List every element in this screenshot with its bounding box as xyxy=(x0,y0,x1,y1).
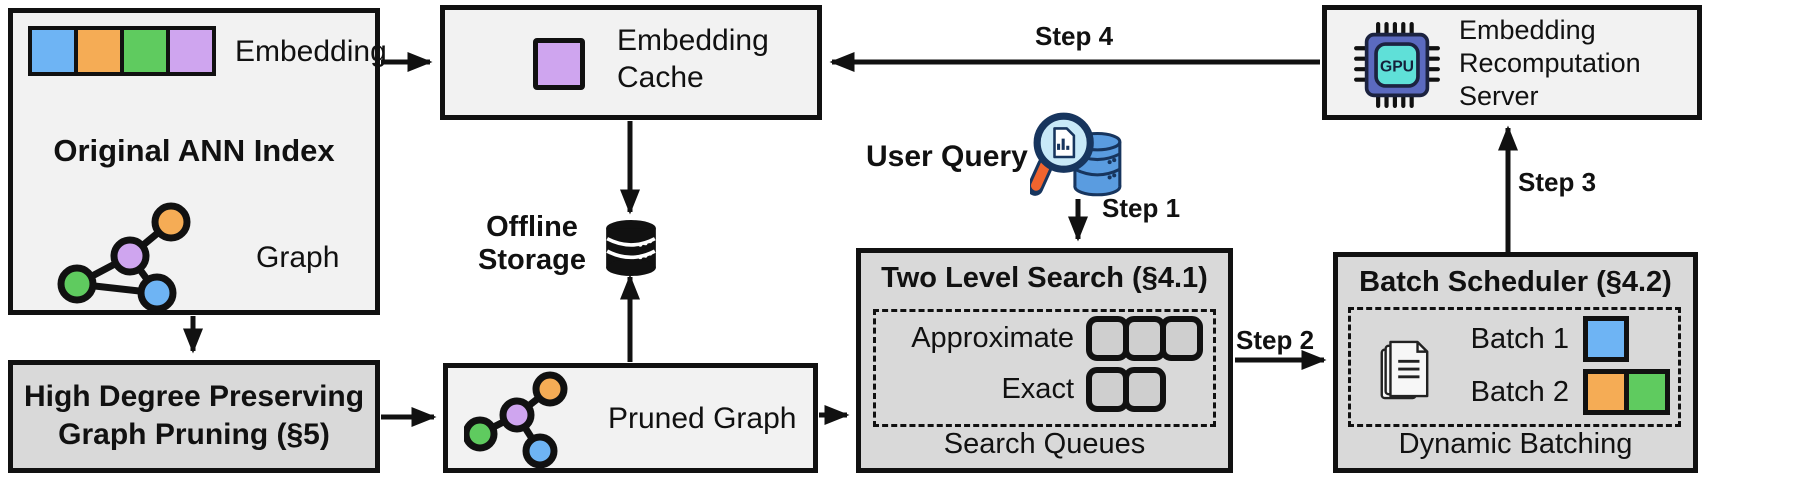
user-query-label: User Query xyxy=(866,140,1028,173)
exact-label: Exact xyxy=(1001,373,1074,405)
search-queues-panel: Approximate Exact xyxy=(873,309,1216,427)
queue-slot xyxy=(1123,367,1166,412)
graph-pruning-label: High Degree Preserving Graph Pruning (§5… xyxy=(13,378,375,453)
green-chip xyxy=(1624,369,1670,415)
embedding-cache-label-line1: Embedding xyxy=(617,24,769,57)
graph-pruning-line2: Graph Pruning (§5) xyxy=(58,417,330,451)
recomputation-server-box: GPU Embedding Recomputation Server xyxy=(1322,5,1702,120)
batch-scheduler-title: Batch Scheduler (§4.2) xyxy=(1359,266,1672,298)
graph-pruning-box: High Degree Preserving Graph Pruning (§5… xyxy=(8,360,380,473)
orange-chip xyxy=(1583,369,1629,415)
offline-storage-database-icon xyxy=(606,220,656,276)
green-chip xyxy=(120,26,170,76)
documents-icon xyxy=(1380,340,1429,400)
embedding-label: Embedding xyxy=(235,35,387,68)
queue-slot xyxy=(1086,316,1129,361)
step-4-label: Step 4 xyxy=(1035,21,1114,51)
exact-queue-row: Exact xyxy=(876,367,1213,412)
batch-scheduler-box: Batch Scheduler (§4.2) Batch 1 Batch 2 xyxy=(1333,252,1698,473)
server-label-line1: Embedding xyxy=(1459,15,1596,45)
gpu-icon-text: GPU xyxy=(1380,58,1414,75)
step-1-label: Step 1 xyxy=(1102,193,1181,223)
batch-1-chips xyxy=(1583,316,1629,362)
blue-chip xyxy=(1583,316,1629,362)
step-3-label: Step 3 xyxy=(1518,167,1597,197)
user-query-icon xyxy=(1030,112,1122,197)
batch-1-row: Batch 1 xyxy=(1443,316,1670,362)
offline-storage-line2: Storage xyxy=(478,244,586,277)
gpu-icon: GPU xyxy=(1354,22,1440,108)
recomputation-server-label: Embedding Recomputation Server xyxy=(1459,14,1641,114)
dynamic-batching-label: Dynamic Batching xyxy=(1398,428,1633,460)
offline-storage-label: Offline Storage xyxy=(462,211,602,278)
queue-slot xyxy=(1160,316,1203,361)
server-label-line3: Server xyxy=(1459,81,1539,112)
batch-1-label: Batch 1 xyxy=(1470,322,1569,355)
approximate-label: Approximate xyxy=(911,322,1074,354)
embedding-vector-icon xyxy=(28,26,216,76)
graph-icon xyxy=(57,202,191,313)
blue-chip xyxy=(28,26,78,76)
dynamic-batching-panel: Batch 1 Batch 2 xyxy=(1348,307,1681,427)
graph-label: Graph xyxy=(256,241,340,274)
batch-rows: Batch 1 Batch 2 xyxy=(1443,314,1670,415)
embedding-cache-box: Embedding Cache xyxy=(440,5,822,120)
batch-2-row: Batch 2 xyxy=(1443,369,1670,415)
pruned-graph-box: Pruned Graph xyxy=(443,363,818,473)
two-level-search-box: Two Level Search (§4.1) Approximate Exac… xyxy=(856,248,1233,473)
search-queues-label: Search Queues xyxy=(943,428,1146,460)
approximate-queue-slots xyxy=(1086,316,1203,361)
cached-embedding-icon xyxy=(533,38,585,90)
batch-2-chips xyxy=(1583,369,1670,415)
batch-2-label: Batch 2 xyxy=(1470,375,1569,408)
pruned-graph-label: Pruned Graph xyxy=(608,402,797,435)
two-level-search-title: Two Level Search (§4.1) xyxy=(881,262,1208,294)
embedding-cache-label-line2: Cache xyxy=(617,60,704,94)
pruned-graph-icon xyxy=(464,371,568,469)
step-2-label: Step 2 xyxy=(1236,325,1315,355)
exact-queue-slots xyxy=(1086,367,1166,412)
offline-storage-line1: Offline xyxy=(486,211,578,243)
graph-pruning-line1: High Degree Preserving xyxy=(23,380,365,413)
server-label-line2: Recomputation xyxy=(1459,48,1641,79)
embedding-cache-label: Embedding Cache xyxy=(617,23,769,96)
orange-chip xyxy=(74,26,124,76)
purple-chip xyxy=(166,26,216,76)
original-ann-index-box: Embedding Original ANN Index Graph xyxy=(8,8,387,315)
original-ann-index-title: Original ANN Index xyxy=(53,133,335,168)
approximate-queue-row: Approximate xyxy=(876,316,1213,361)
